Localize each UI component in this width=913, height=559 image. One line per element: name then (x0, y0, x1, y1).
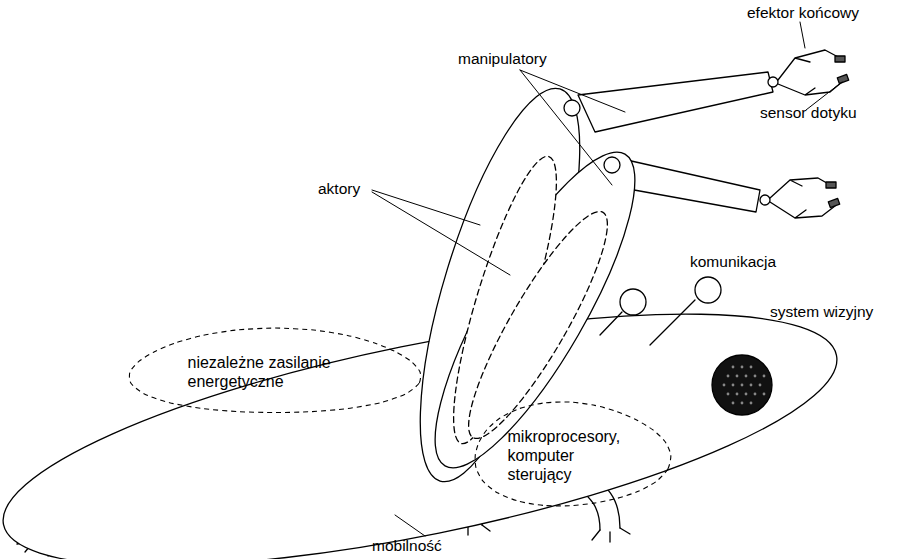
mobility-label: mobilność (372, 537, 442, 555)
touch-sensor-label: sensor dotyku (760, 104, 857, 122)
antennas (600, 277, 721, 345)
dashed-outline (129, 328, 420, 412)
eye-dots (723, 366, 766, 405)
dashed-outline (475, 402, 671, 506)
vision-eye (712, 355, 772, 415)
dashed-region: mikroprocesory, komputer sterujący (468, 399, 672, 511)
vision-label: system wizyjny (770, 303, 873, 321)
grippers (760, 50, 849, 218)
dashed-region: niezależne zasilanie energetyczne (125, 326, 425, 418)
actuators (387, 73, 668, 497)
region-outline (125, 326, 425, 418)
actuator-label: aktory (318, 180, 360, 198)
communication-label: komunikacja (690, 253, 776, 271)
end-effector-label: efektor końcowy (747, 4, 859, 22)
region-label: mikroprocesory, komputer sterujący (508, 427, 633, 484)
region-label: niezależne zasilanie energetyczne (188, 353, 363, 391)
leader-lines (372, 22, 842, 536)
manipulator-label: manipulatory (458, 50, 547, 68)
